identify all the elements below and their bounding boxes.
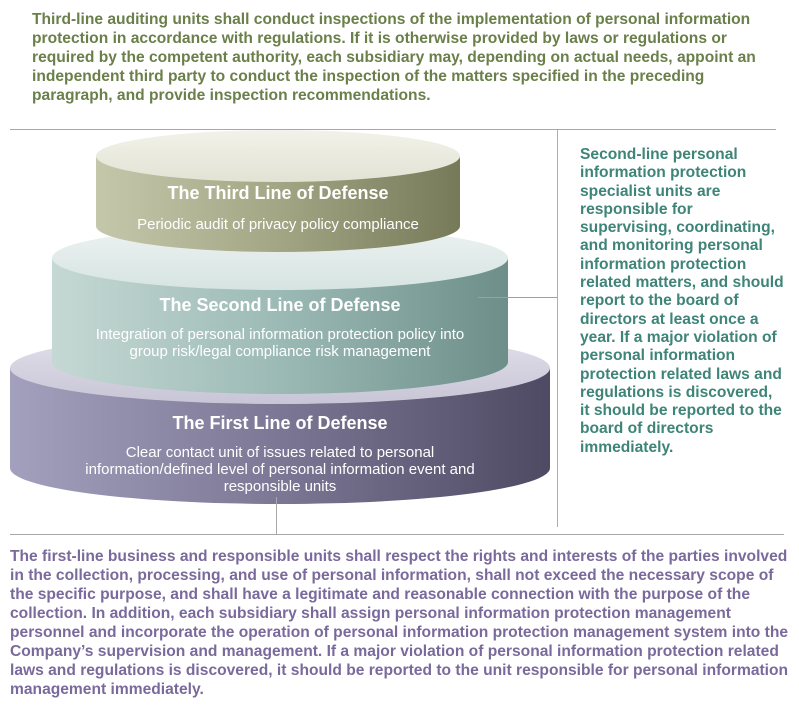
second-line-title: The Second Line of Defense	[159, 295, 401, 315]
third-line-tier	[96, 130, 460, 252]
third-line-description: Third-line auditing units shall conduct …	[32, 11, 756, 104]
right-divider	[557, 130, 558, 527]
top-divider	[10, 129, 776, 130]
bottom-divider	[10, 534, 784, 535]
first-line-description: The first-line business and responsible …	[10, 548, 789, 698]
first-line-connector	[276, 497, 277, 534]
defense-cake-diagram	[10, 130, 550, 504]
second-line-description: Second-line personal information protect…	[580, 146, 784, 456]
second-line-detail: Integration of personal information prot…	[95, 326, 465, 360]
third-line-title: The Third Line of Defense	[167, 183, 389, 203]
second-line-connector	[478, 297, 558, 298]
first-line-detail: Clear contact unit of issues related to …	[85, 444, 475, 495]
first-line-title: The First Line of Defense	[172, 413, 388, 433]
third-line-detail: Periodic audit of privacy policy complia…	[137, 216, 419, 233]
